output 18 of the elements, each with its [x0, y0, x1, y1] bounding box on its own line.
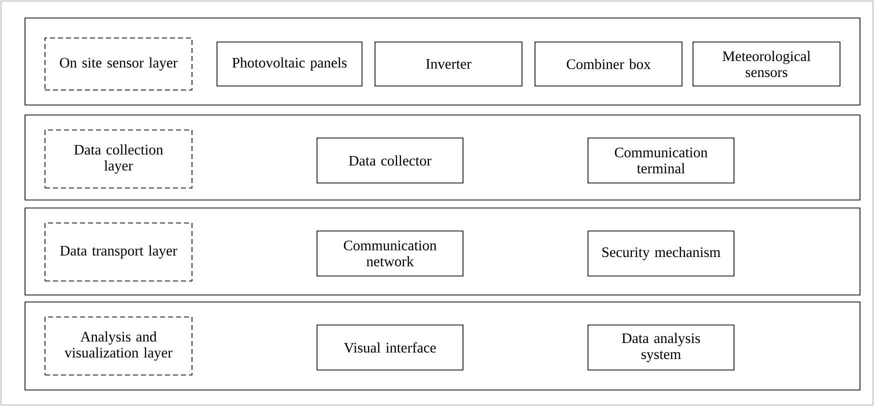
component-box: Meteorological sensors — [692, 42, 840, 86]
component-box: Data analysis system — [588, 324, 734, 370]
layer-band — [24, 302, 860, 390]
component-box: Security mechanism — [588, 230, 734, 276]
component-box: Data collector — [316, 138, 464, 184]
layer-label-box: Data collection layer — [44, 130, 192, 188]
layer-band — [24, 18, 860, 106]
layer-label-box: Data transport layer — [44, 222, 192, 282]
component-box: Communication terminal — [588, 138, 734, 184]
component-box: Inverter — [374, 42, 522, 86]
component-box: Combiner box — [534, 42, 682, 86]
layer-label-box: On site sensor layer — [44, 38, 192, 90]
layer-band — [24, 208, 860, 296]
component-box: Visual interface — [316, 324, 464, 370]
layer-label-box: Analysis and visualization layer — [44, 316, 192, 376]
component-box: Photovoltaic panels — [216, 42, 362, 86]
layer-band — [24, 114, 860, 200]
component-box: Communication network — [316, 230, 464, 276]
